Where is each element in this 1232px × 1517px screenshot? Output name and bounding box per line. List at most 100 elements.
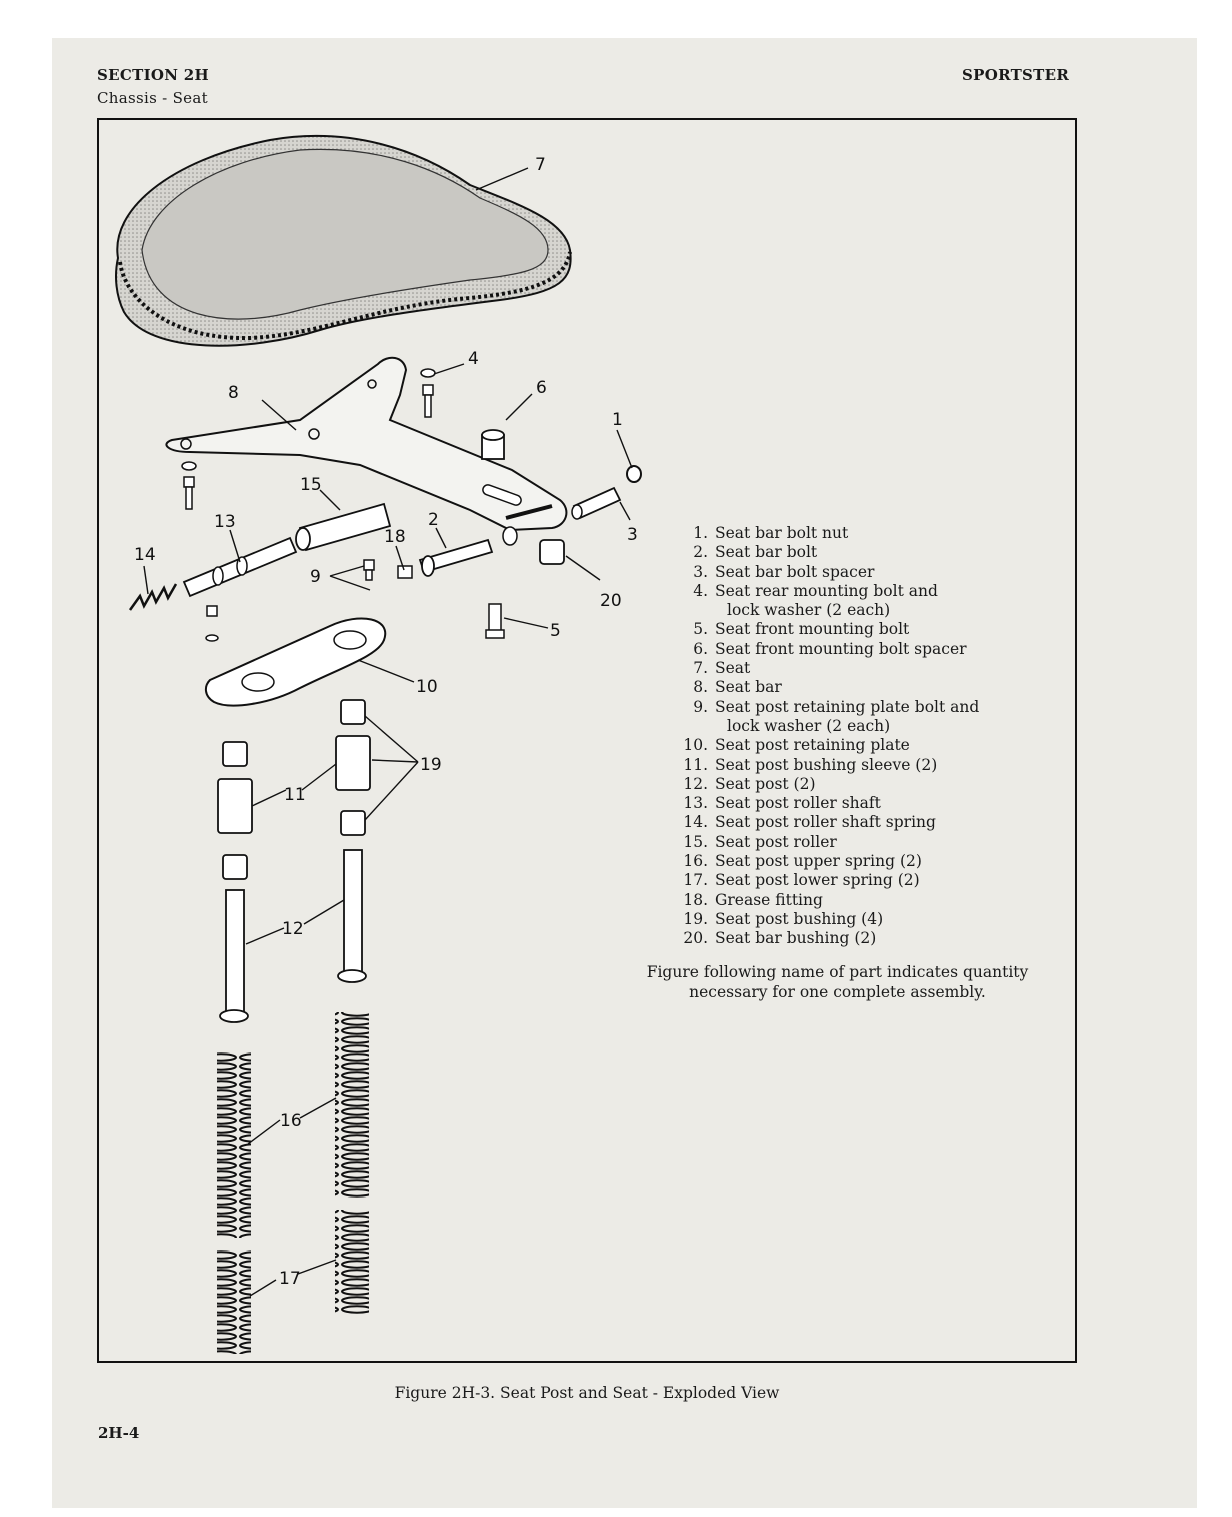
callout-18: 18 bbox=[384, 527, 406, 547]
seat-post-roller-part bbox=[295, 502, 392, 552]
legend-item-label: Seat bar bolt spacer bbox=[715, 562, 875, 581]
legend-item: 8. Seat bar bbox=[672, 678, 979, 697]
callout-20: 20 bbox=[600, 591, 622, 611]
legend-item-number: 20. bbox=[683, 929, 708, 948]
callout-2: 2 bbox=[428, 510, 439, 530]
seat-bar-part bbox=[165, 356, 568, 532]
legend-item-label: Seat front mounting bolt bbox=[715, 620, 910, 639]
callout-13: 13 bbox=[214, 512, 236, 532]
figure-frame bbox=[97, 118, 1077, 1363]
seat-post-part bbox=[219, 849, 367, 1023]
front-mounting-bolt-spacer-part bbox=[481, 429, 505, 460]
legend-item-label: Seat bar bushing (2) bbox=[715, 929, 877, 948]
callout-16: 16 bbox=[280, 1111, 302, 1131]
legend-item-label: Seat post roller shaft bbox=[715, 794, 881, 813]
legend-item-number: 8. bbox=[693, 678, 708, 697]
roller-shaft-part bbox=[182, 536, 298, 598]
legend-item-label: Seat post roller bbox=[715, 832, 837, 851]
legend-item-label: Seat post bushing sleeve (2) bbox=[715, 755, 938, 774]
legend-item-number: 15. bbox=[683, 832, 708, 851]
legend-item-label: Seat post roller shaft spring bbox=[715, 813, 936, 832]
legend-item-number: 14. bbox=[683, 813, 708, 832]
legend-item: 7. Seat bbox=[672, 659, 979, 678]
legend-item: 14. Seat post roller shaft spring bbox=[672, 813, 979, 832]
legend-item-label: Seat post retaining plate bbox=[715, 736, 910, 755]
legend-item-number: 13. bbox=[683, 794, 708, 813]
figure-caption: Figure 2H-3. Seat Post and Seat - Explod… bbox=[394, 1384, 780, 1402]
legend-item: 17. Seat post lower spring (2) bbox=[672, 871, 979, 890]
legend-item-number: 3. bbox=[693, 562, 708, 581]
callout-17: 17 bbox=[279, 1269, 301, 1289]
subsection-label: Chassis - Seat bbox=[97, 89, 208, 107]
callout-15: 15 bbox=[300, 475, 322, 495]
bolt-nut-and-spacer-parts bbox=[571, 465, 642, 520]
callout-6: 6 bbox=[536, 378, 547, 398]
legend-item: 1.Seat bar bolt nut bbox=[672, 524, 979, 543]
legend-item-number: 2. bbox=[693, 543, 708, 562]
callout-11: 11 bbox=[284, 785, 306, 805]
legend-item-number: 18. bbox=[683, 890, 708, 909]
seat-bar-bolt-part bbox=[397, 538, 494, 579]
legend-item: 13. Seat post roller shaft bbox=[672, 794, 979, 813]
legend-item-number: 17. bbox=[683, 871, 708, 890]
legend-item: 15. Seat post roller bbox=[672, 833, 979, 852]
legend-item: 9. Seat post retaining plate bolt and bbox=[672, 698, 979, 717]
legend-item-label: Grease fitting bbox=[715, 890, 823, 909]
callout-12: 12 bbox=[282, 919, 304, 939]
callout-7: 7 bbox=[535, 155, 546, 175]
legend-item-label: Seat front mounting bolt spacer bbox=[715, 639, 967, 658]
legend-item-number: 9. bbox=[693, 697, 708, 716]
legend-item: 5. Seat front mounting bolt bbox=[672, 620, 979, 639]
legend-item: 6. Seat front mounting bolt spacer bbox=[672, 640, 979, 659]
legend-item: 18. Grease fitting bbox=[672, 891, 979, 910]
callout-19: 19 bbox=[420, 755, 442, 775]
legend-item-label: Seat post upper spring (2) bbox=[715, 852, 922, 871]
legend-item-number: 19. bbox=[683, 909, 708, 928]
legend-item: 2.Seat bar bolt bbox=[672, 543, 979, 562]
legend-item-number: 7. bbox=[693, 659, 708, 678]
legend-item-label: Seat bbox=[715, 659, 751, 678]
legend-item-number: 10. bbox=[683, 736, 708, 755]
legend-item-label: Seat post retaining plate bolt and bbox=[715, 697, 980, 716]
legend-item: 12. Seat post (2) bbox=[672, 775, 979, 794]
legend-item-continuation: lock washer (2 each) bbox=[727, 716, 891, 735]
callout-4: 4 bbox=[468, 349, 479, 369]
legend-item-number: 12. bbox=[683, 774, 708, 793]
seat-post-spring-parts bbox=[217, 1012, 369, 1354]
model-label: SPORTSTER bbox=[962, 66, 1070, 84]
legend-item-number: 1. bbox=[693, 524, 708, 542]
callout-14: 14 bbox=[134, 545, 156, 565]
seat-part bbox=[115, 134, 572, 347]
legend-item-number: 16. bbox=[683, 852, 708, 871]
quantity-note-line: necessary for one complete assembly. bbox=[689, 982, 986, 1001]
legend-item: 3. Seat bar bolt spacer bbox=[672, 563, 979, 582]
bar-bushing-part bbox=[502, 526, 565, 565]
callout-labels: 7 8 4 6 1 15 13 18 2 3 14 9 20 5 10 19 1… bbox=[134, 155, 638, 1289]
legend-item-label: Seat rear mounting bolt and bbox=[715, 581, 938, 600]
legend-item-label: Seat post lower spring (2) bbox=[715, 871, 920, 890]
callout-3: 3 bbox=[627, 525, 638, 545]
legend-item-continuation: lock washer (2 each) bbox=[727, 601, 891, 620]
legend-item-number: 6. bbox=[693, 639, 708, 658]
roller-shaft-spring-part bbox=[128, 583, 178, 611]
legend-item: 10. Seat post retaining plate bbox=[672, 736, 979, 755]
legend-item-label: Seat post bushing (4) bbox=[715, 909, 884, 928]
callout-5: 5 bbox=[550, 621, 561, 641]
callout-1: 1 bbox=[612, 410, 623, 430]
front-mounting-bolt-part bbox=[485, 603, 505, 639]
callout-9: 9 bbox=[310, 567, 321, 587]
legend-item-label: Seat bar bbox=[715, 678, 782, 697]
legend-item: 20. Seat bar bushing (2) bbox=[672, 929, 979, 948]
retaining-plate-part bbox=[204, 617, 387, 707]
page-number: 2H-4 bbox=[98, 1424, 140, 1442]
retaining-plate-bolt-part bbox=[205, 559, 375, 642]
callout-10: 10 bbox=[416, 677, 438, 697]
legend-item-number: 5. bbox=[693, 620, 708, 639]
legend-item-label: Seat post (2) bbox=[715, 774, 816, 793]
legend-item: 19. Seat post bushing (4) bbox=[672, 910, 979, 929]
quantity-note-line: Figure following name of part indicates … bbox=[646, 963, 1029, 981]
legend-item: 11. Seat post bushing sleeve (2) bbox=[672, 756, 979, 775]
legend-item-number: 11. bbox=[683, 755, 708, 774]
